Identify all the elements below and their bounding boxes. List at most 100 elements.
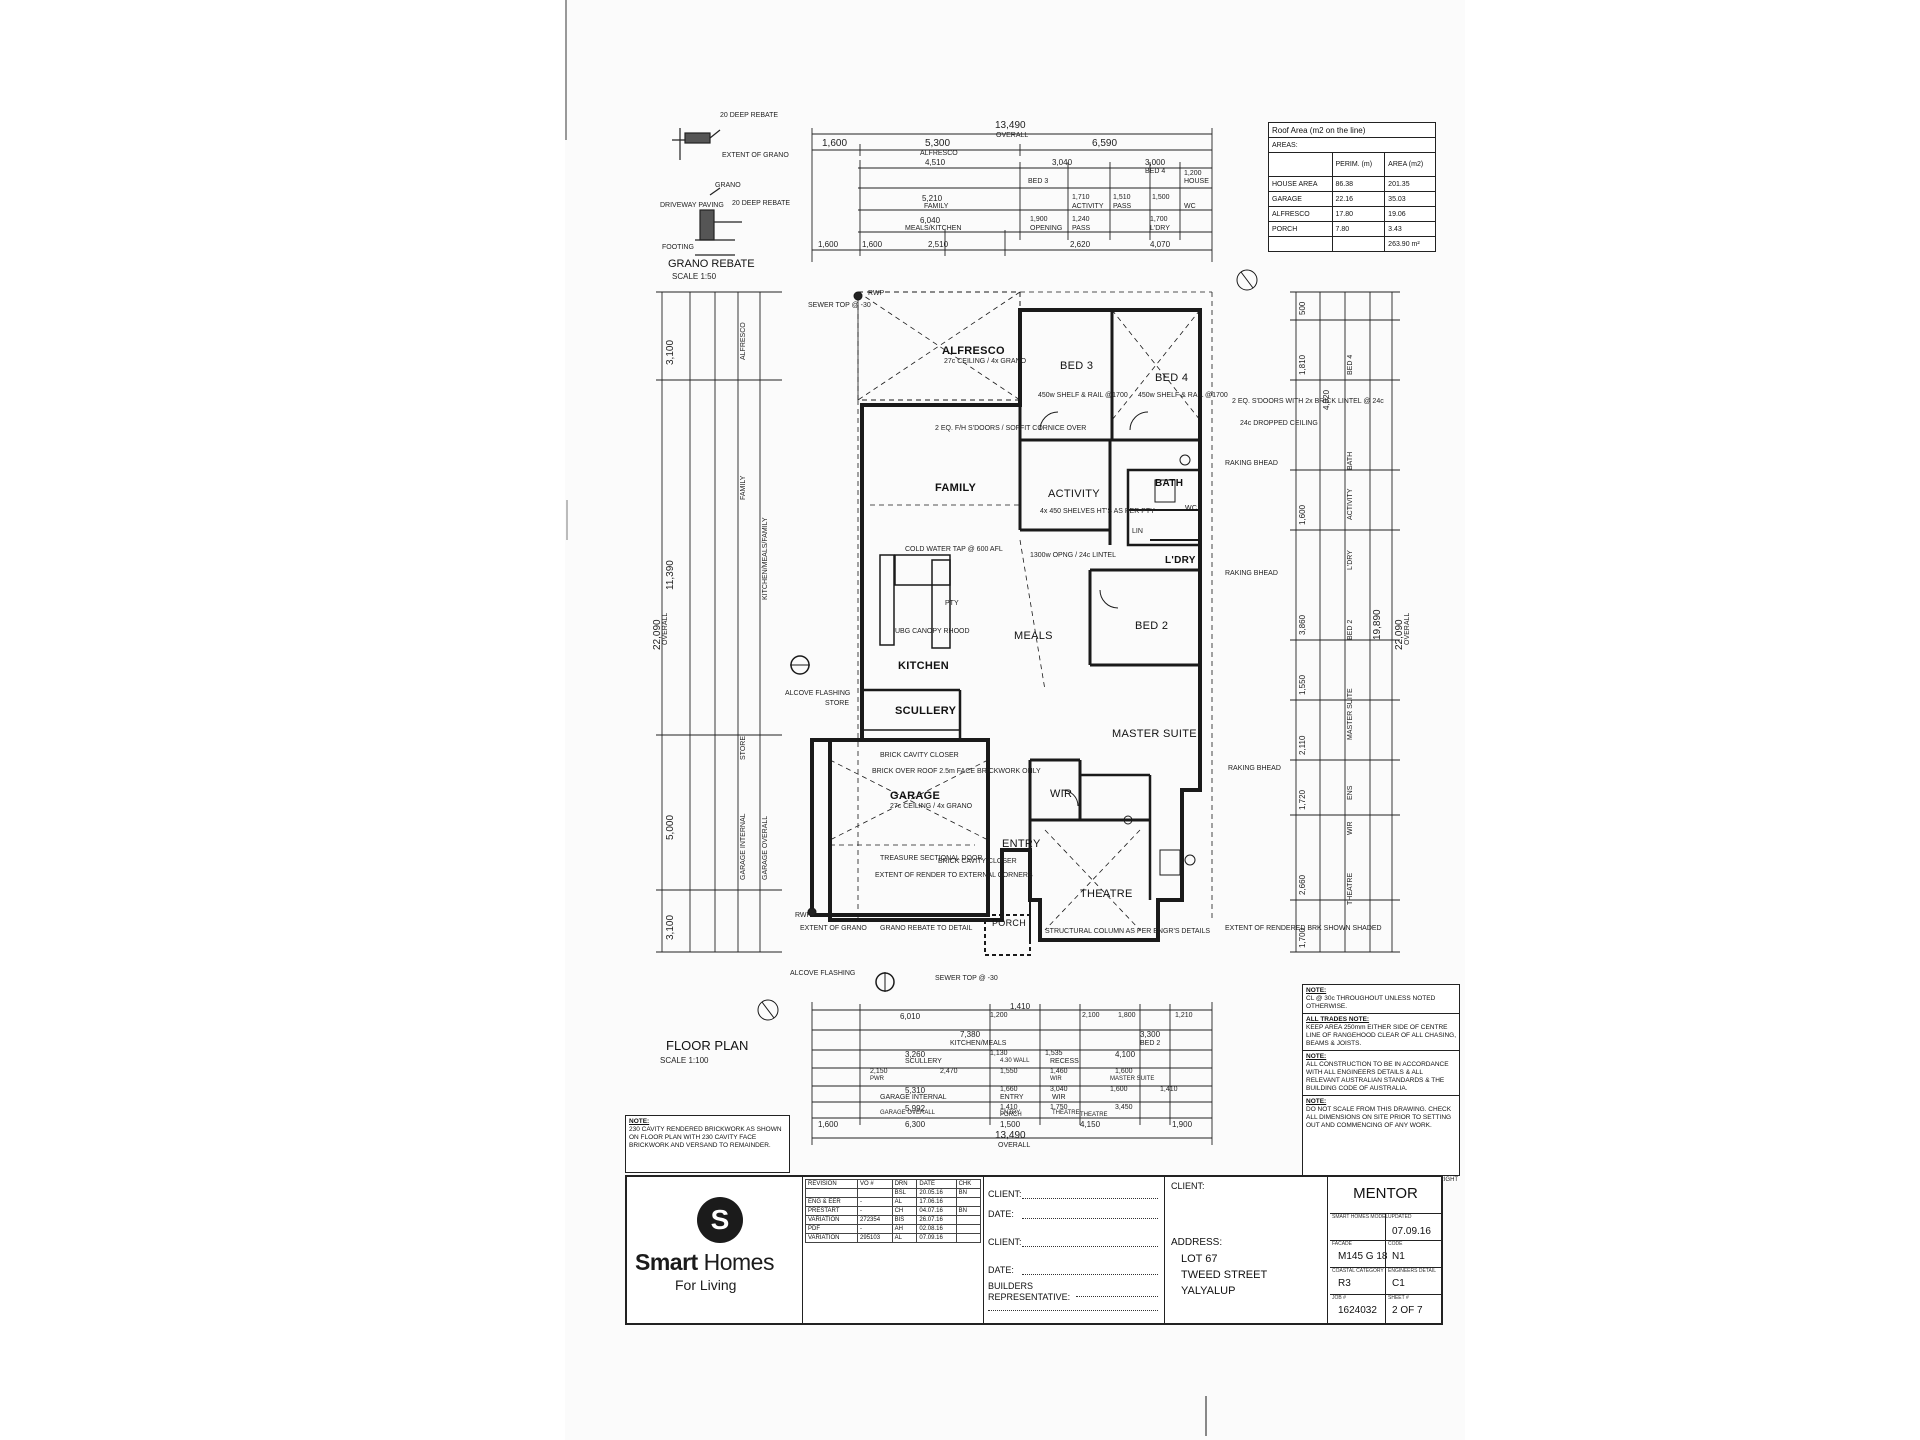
shelf-rail-note: 450w SHELF & RAIL @1700	[1038, 392, 1128, 399]
garage-ceiling-note: 27c CEILING / 4x GRANO	[890, 803, 973, 810]
dim-bottom: 3,260	[905, 1050, 926, 1059]
dim-right: 500	[1298, 301, 1307, 315]
dim-bottom-overall-label: OVERALL	[998, 1142, 1031, 1149]
grano-label: EXTENT OF GRANO	[722, 152, 789, 159]
notes-panel: NOTE: CL @ 30c THROUGHOUT UNLESS NOTED O…	[1302, 984, 1460, 1176]
info-label: CODE	[1388, 1241, 1403, 1247]
rev-cell: 02.08.16	[916, 1224, 957, 1234]
rev-cell: PDF	[804, 1224, 859, 1234]
shelves-note: 4x 450 SHELVES HT'S AS PER PTY	[1040, 508, 1155, 515]
room-master-suite: MASTER SUITE	[1112, 728, 1197, 740]
dim-bottom: 3,300	[1140, 1030, 1161, 1039]
grano-label: GRANO	[715, 182, 741, 189]
info-value: 07.09.16	[1392, 1226, 1431, 1237]
dim-bottom: 6,010	[900, 1012, 921, 1021]
dim-bottom: 1,460	[1050, 1068, 1068, 1075]
note-text: CL @ 30c THROUGHOUT UNLESS NOTED OTHERWI…	[1306, 995, 1436, 1010]
dim-bottom: 5,992	[905, 1104, 926, 1113]
dim-top: 5,300	[925, 138, 951, 149]
dim-bottom: 7,380	[960, 1030, 981, 1039]
pantry-label: PTY	[945, 600, 959, 607]
dim-top-sub: FAMILY	[924, 203, 949, 210]
rev-cell	[804, 1188, 859, 1198]
roof-row-area: 3.43	[1384, 221, 1436, 237]
room-porch: PORCH	[992, 918, 1027, 928]
brand-name-bold: Smart	[635, 1249, 698, 1275]
note-head: NOTE:	[1306, 987, 1327, 994]
table-row: GARAGE 22.16 35.03	[1268, 191, 1436, 207]
roof-row-area: 201.35	[1384, 176, 1436, 192]
note-text: KEEP AREA 250mm EITHER SIDE OF CENTRE LI…	[1306, 1024, 1457, 1047]
rev-header: DRN	[891, 1179, 918, 1189]
dim-bottom-sub: ENTRY	[1000, 1110, 1021, 1116]
dim-left: 5,000	[665, 814, 676, 840]
brand-name: Smart Homes	[635, 1249, 774, 1276]
client-label: CLIENT:	[1171, 1181, 1205, 1191]
room-bed-2: BED 2	[1135, 620, 1169, 632]
sewer-note: SEWER TOP @ -30	[808, 302, 871, 309]
dim-right-overall-label: OVERALL	[1404, 612, 1411, 645]
dim-top: 1,600	[822, 138, 848, 149]
table-row: PRESTART - CH 04.07.16 BN	[804, 1206, 982, 1216]
room-meals: MEALS	[1014, 630, 1053, 642]
rendered-brick-note: EXTENT OF RENDERED BRK SHOWN SHADED	[1225, 925, 1382, 932]
rev-cell: BIS	[891, 1215, 918, 1225]
dim-bottom: 1,130	[990, 1050, 1008, 1057]
dim-left: 11,390	[665, 560, 676, 590]
dim-bottom: 3,040	[1050, 1086, 1068, 1093]
soffit-note: 2 EQ. F/H S'DOORS / SOFFIT CORNICE OVER	[935, 425, 1087, 432]
info-value: C1	[1392, 1278, 1405, 1289]
dim-top-sub: WC	[1184, 203, 1196, 210]
dim-right: 1,600	[1298, 504, 1307, 525]
dim-top: 1,600	[818, 240, 839, 249]
dim-bottom-sub: GARAGE OVERALL	[880, 1110, 936, 1116]
dim-top: 6,040	[920, 216, 941, 225]
raking-bulkhead-note: RAKING BHEAD	[1225, 460, 1278, 467]
address-label: ADDRESS:	[1171, 1237, 1223, 1248]
dim-left-sub: KITCHEN/MEALS/FAMILY	[762, 517, 769, 600]
dim-bottom-sub: GARAGE INTERNAL	[880, 1094, 947, 1101]
roof-row-name: HOUSE AREA	[1268, 176, 1333, 192]
alfresco-ceiling-note: 27c CEILING / 4x GRANO	[944, 358, 1027, 365]
address-line: YALYALUP	[1181, 1285, 1236, 1297]
roof-table-col-area: AREA (m2)	[1384, 152, 1436, 177]
dim-bottom: 3,450	[1115, 1104, 1133, 1111]
room-laundry: L'DRY	[1165, 555, 1196, 566]
dim-bottom: 5,310	[905, 1086, 926, 1095]
dim-top: 1,200	[1184, 170, 1202, 177]
rev-cell: VARIATION	[804, 1215, 859, 1225]
dim-bottom: 1,410	[1010, 1002, 1031, 1011]
roof-row-name: GARAGE	[1268, 191, 1333, 207]
revision-table: REVISION VO # DRN DATE CHK BSL 20.05.16 …	[804, 1179, 982, 1243]
rev-cell: ENG & EER	[804, 1197, 859, 1207]
table-row: VARIATION 272354 BIS 26.07.16	[804, 1215, 982, 1225]
rev-header: REVISION	[804, 1179, 859, 1189]
info-value: 2 OF 7	[1392, 1305, 1423, 1316]
roof-table-col-perim: PERIM. (m)	[1331, 152, 1386, 177]
dim-bottom: 6,300	[905, 1120, 926, 1129]
brick-over-note: BRICK OVER ROOF 2.5m FACE BRICKWORK ONLY	[872, 768, 1041, 775]
client-label: CLIENT:	[988, 1189, 1022, 1199]
dim-top: 1,900	[1030, 216, 1048, 223]
roof-row-area: 35.03	[1384, 191, 1436, 207]
dim-right: 2,660	[1298, 874, 1307, 895]
rev-cell: BSL	[891, 1188, 918, 1198]
rev-cell: -	[857, 1206, 893, 1216]
dim-bottom-sub: KITCHEN/MEALS	[950, 1040, 1007, 1047]
dim-bottom: 1,410	[1160, 1086, 1178, 1093]
dim-top: 1,600	[862, 240, 883, 249]
scan-edge	[1205, 1396, 1207, 1436]
dim-right: 2,110	[1298, 735, 1307, 755]
dim-right: 1,550	[1298, 674, 1307, 695]
dim-bottom: 1,200	[990, 1012, 1008, 1019]
dim-bottom: 4,100	[1115, 1050, 1136, 1059]
dim-top: 1,710	[1072, 194, 1090, 201]
dim-right-sub: ACTIVITY	[1347, 488, 1354, 520]
table-row: ENG & EER - AL 17.06.16	[804, 1197, 982, 1207]
dim-bottom: 1,900	[1172, 1120, 1193, 1129]
roof-table-blank	[1331, 236, 1386, 252]
roof-row-perim: 86.38	[1331, 176, 1386, 192]
dim-top-sub: PASS	[1113, 203, 1132, 210]
room-garage: GARAGE	[890, 790, 941, 802]
note-head: NOTE:	[629, 1118, 650, 1125]
